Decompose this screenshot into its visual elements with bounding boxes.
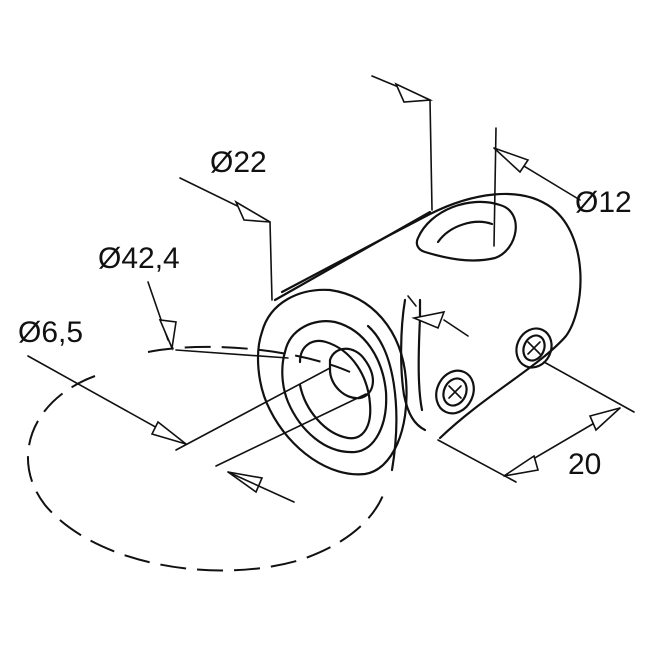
- label-d6-5: Ø6,5: [18, 316, 83, 349]
- dimension-d42-4: [147, 281, 289, 359]
- set-screw-rear: [515, 327, 553, 369]
- dimension-d6-5: [27, 355, 367, 503]
- dimension-len20: [437, 361, 635, 483]
- label-d22: Ø22: [210, 146, 267, 179]
- connector-body: [256, 192, 582, 476]
- set-screw-front: [435, 369, 475, 415]
- dimension-d12: [407, 127, 581, 337]
- label-d42-4: Ø42,4: [98, 242, 180, 275]
- label-d12: Ø12: [575, 186, 632, 219]
- dimension-d22: [179, 75, 434, 301]
- label-len20: 20: [568, 448, 601, 481]
